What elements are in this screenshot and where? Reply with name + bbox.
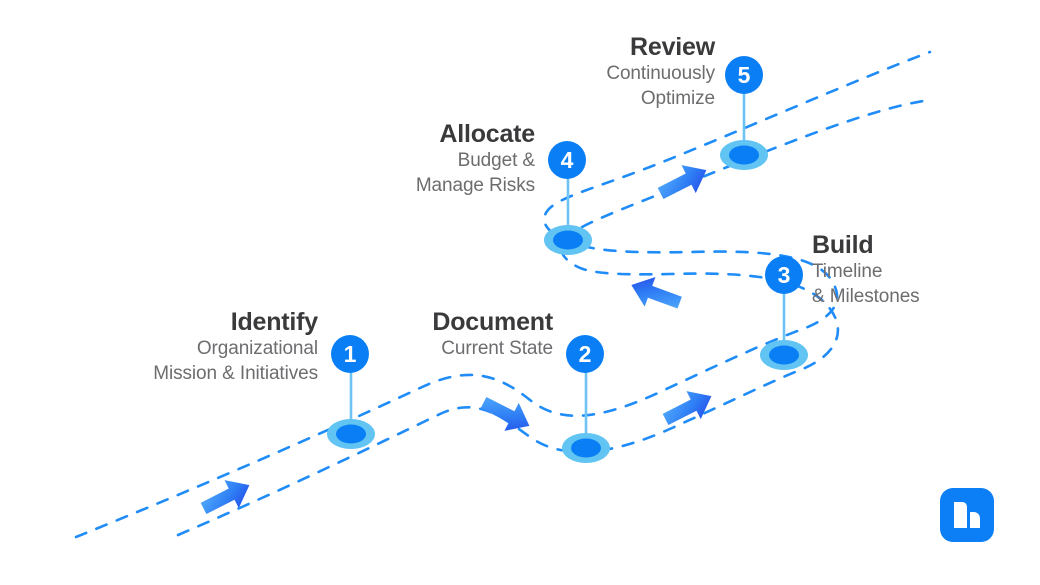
node-group-1 — [327, 372, 375, 449]
brand-logo-glyph — [954, 502, 980, 528]
step-1-label: Identify Organizational Mission & Initia… — [153, 308, 318, 386]
step-2-label: Document Current State — [432, 308, 553, 361]
arrow-3-icon — [662, 391, 712, 426]
node-group-2 — [562, 372, 610, 463]
step-4-subtitle-line-2: Manage Risks — [415, 175, 535, 197]
road-lane-inner — [176, 98, 932, 537]
step-2-subtitle-line-1: Current State — [441, 338, 553, 359]
step-4-badge[interactable]: 4 — [548, 141, 586, 179]
step-3-subtitle-line-1: Timeline — [812, 261, 883, 282]
step-5-label: Review Continuously Optimize — [606, 33, 715, 111]
step-4-label: Allocate Budget & Manage Risks — [416, 120, 535, 198]
arrow-5-icon — [657, 165, 707, 200]
step-3-subtitle-line-2: & Milestones — [812, 286, 920, 308]
arrow-2-icon — [480, 396, 530, 431]
step-5-subtitle-line-1: Continuously — [606, 63, 715, 84]
node-group-3 — [760, 293, 808, 370]
node-group-5 — [720, 93, 768, 170]
arrow-4-icon — [631, 277, 682, 309]
step-3-label: Build Timeline & Milestones — [812, 231, 920, 309]
step-2-badge[interactable]: 2 — [566, 335, 604, 373]
arrow-1-icon — [200, 480, 250, 515]
step-5-subtitle-line-2: Optimize — [640, 88, 715, 110]
step-4-subtitle-line-1: Budget & — [457, 150, 535, 171]
road-lane-outer — [74, 50, 932, 539]
step-1-badge[interactable]: 1 — [331, 335, 369, 373]
step-3-badge[interactable]: 3 — [765, 256, 803, 294]
step-1-subtitle-line-1: Organizational — [196, 338, 318, 359]
step-2-title: Document — [432, 308, 553, 336]
node-group-4 — [544, 178, 592, 255]
step-4-title: Allocate — [439, 120, 535, 148]
step-5-title: Review — [630, 33, 715, 61]
step-3-title: Build — [812, 231, 874, 259]
step-1-subtitle-line-2: Mission & Initiatives — [153, 363, 318, 385]
step-1-title: Identify — [230, 308, 318, 336]
step-5-badge[interactable]: 5 — [725, 56, 763, 94]
brand-logo-icon — [940, 488, 994, 542]
